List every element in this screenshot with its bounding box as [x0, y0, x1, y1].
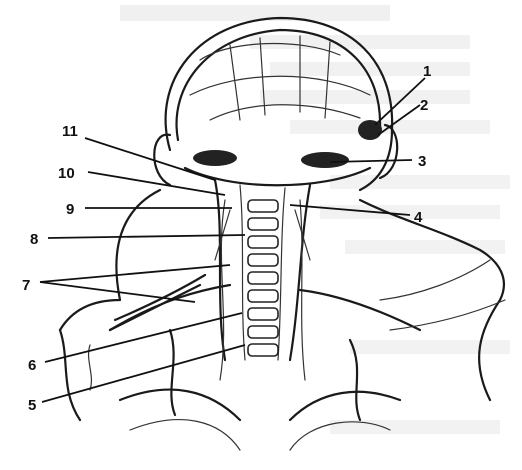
- label-4: 4: [414, 209, 423, 226]
- label-8: 8: [30, 231, 38, 248]
- leader-8: [48, 235, 245, 238]
- callout-labels: 1 2 3 4 5 6 7 8 9 10 11: [22, 63, 431, 414]
- label-2: 2: [420, 97, 428, 114]
- label-11: 11: [62, 123, 78, 140]
- label-1: 1: [423, 63, 431, 80]
- label-6: 6: [28, 357, 36, 374]
- label-7: 7: [22, 277, 30, 294]
- label-10: 10: [58, 165, 75, 182]
- label-3: 3: [418, 153, 426, 170]
- label-9: 9: [66, 201, 74, 218]
- leader-7a: [40, 265, 230, 282]
- label-5: 5: [28, 397, 36, 414]
